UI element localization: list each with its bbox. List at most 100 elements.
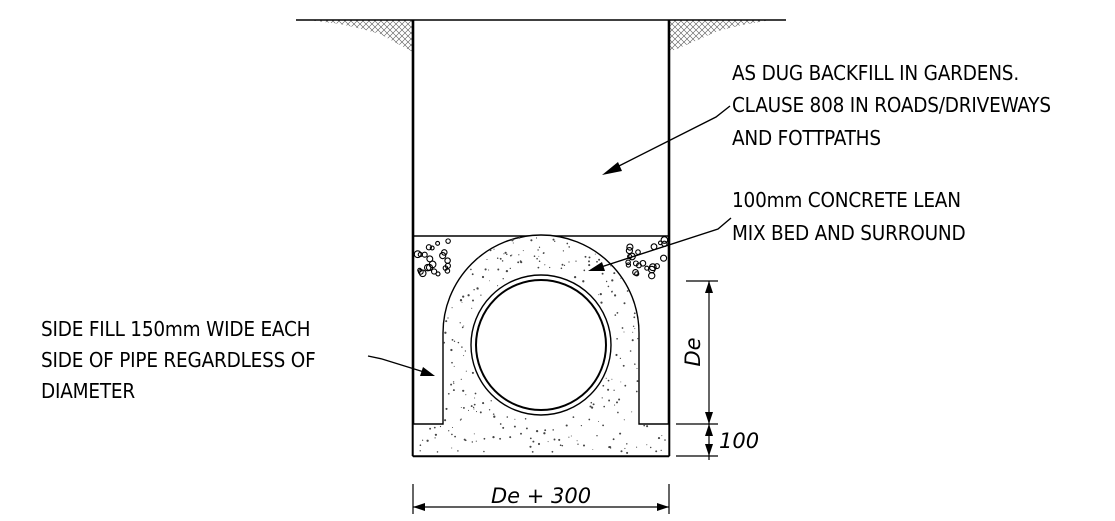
- concrete-speckle: [608, 399, 611, 402]
- concrete-speckle: [509, 267, 511, 270]
- concrete-speckle: [622, 364, 625, 367]
- concrete-speckle: [461, 346, 463, 348]
- dimension-bed-text: 100: [719, 429, 759, 453]
- leader-side-fill: [367, 355, 435, 376]
- concrete-speckle: [502, 278, 504, 280]
- concrete-speckle: [626, 290, 629, 292]
- concrete-speckle: [580, 424, 583, 427]
- concrete-speckle: [421, 439, 424, 441]
- gravel-pebble: [429, 245, 435, 251]
- concrete-speckle: [537, 249, 539, 251]
- concrete-speckle: [611, 378, 613, 380]
- side-fill-gravel-right: [625, 236, 669, 280]
- note-side-fill-line-3: DIAMETER: [41, 379, 135, 403]
- concrete-speckle: [588, 264, 591, 267]
- concrete-speckle: [582, 444, 586, 447]
- gravel-pebble: [648, 265, 656, 274]
- gravel-pebble: [421, 251, 428, 258]
- concrete-speckle: [598, 421, 600, 422]
- concrete-speckle: [632, 331, 634, 333]
- gravel-pebble: [625, 262, 632, 268]
- gravel-pebble: [444, 257, 451, 264]
- concrete-speckle: [618, 398, 621, 401]
- concrete-speckle: [560, 267, 563, 270]
- note-backfill: AS DUG BACKFILL IN GARDENS. CLAUSE 808 I…: [732, 61, 1051, 150]
- concrete-speckle: [509, 254, 512, 257]
- concrete-speckle: [614, 294, 617, 297]
- concrete-speckle: [465, 394, 467, 396]
- concrete-speckle: [661, 435, 663, 437]
- concrete-speckle: [592, 448, 594, 450]
- concrete-speckle: [655, 450, 658, 453]
- concrete-speckle: [517, 261, 520, 264]
- concrete-speckle: [624, 384, 627, 387]
- concrete-speckle: [451, 361, 453, 364]
- concrete-speckle: [568, 261, 570, 263]
- concrete-speckle: [471, 371, 474, 374]
- concrete-speckle: [454, 435, 456, 438]
- concrete-speckle: [634, 328, 636, 330]
- concrete-speckle: [568, 246, 570, 248]
- concrete-speckle: [646, 444, 648, 446]
- concrete-speckle: [503, 253, 505, 255]
- concrete-speckle: [624, 447, 626, 450]
- note-concrete-line-1: 100mm CONCRETE LEAN: [732, 188, 961, 212]
- concrete-speckle: [451, 307, 453, 309]
- concrete-speckle: [568, 436, 570, 438]
- concrete-speckle: [588, 418, 591, 421]
- concrete-speckle: [614, 404, 616, 406]
- concrete-speckle: [543, 252, 545, 254]
- concrete-speckle: [631, 411, 633, 413]
- gravel-pebble: [632, 269, 639, 276]
- concrete-speckle: [621, 327, 624, 329]
- concrete-speckle: [600, 301, 603, 304]
- concrete-speckle: [596, 260, 598, 263]
- concrete-speckle: [592, 403, 595, 406]
- leader-backfill: [602, 105, 731, 175]
- concrete-speckle: [588, 260, 590, 263]
- concrete-speckle: [509, 436, 512, 439]
- side-fill-gravel-left: [413, 238, 451, 278]
- concrete-speckle: [506, 253, 508, 256]
- concrete-speckle: [459, 322, 461, 324]
- concrete-speckle: [570, 435, 572, 437]
- concrete-speckle: [470, 268, 472, 271]
- concrete-speckle: [599, 292, 602, 296]
- concrete-speckle: [483, 437, 486, 440]
- concrete-speckle: [445, 320, 448, 323]
- concrete-speckle: [461, 326, 464, 329]
- concrete-speckle: [533, 255, 536, 257]
- concrete-speckle: [629, 350, 632, 352]
- gravel-pebble: [657, 240, 663, 246]
- dimension-height-text: De: [681, 337, 705, 366]
- concrete-speckle: [514, 418, 516, 420]
- gravel-pebble: [635, 249, 641, 255]
- concrete-speckle: [518, 236, 521, 239]
- gravel-pebble: [418, 269, 427, 278]
- note-concrete-line-2: MIX BED AND SURROUND: [732, 221, 966, 245]
- concrete-speckle: [506, 416, 509, 418]
- note-backfill-line-1: AS DUG BACKFILL IN GARDENS.: [732, 61, 1019, 85]
- concrete-speckle: [633, 312, 636, 315]
- concrete-speckle: [488, 409, 491, 411]
- note-concrete: 100mm CONCRETE LEAN MIX BED AND SURROUND: [732, 188, 966, 245]
- concrete-speckle: [610, 264, 612, 267]
- concrete-speckle: [636, 446, 638, 448]
- concrete-speckle: [525, 427, 528, 430]
- concrete-speckle: [489, 280, 490, 282]
- concrete-speckle: [451, 338, 454, 341]
- concrete-speckle: [497, 268, 500, 271]
- gravel-pebble: [439, 252, 447, 260]
- concrete-speckle: [551, 450, 554, 453]
- concrete-speckle: [512, 242, 514, 244]
- concrete-speckle: [603, 405, 605, 408]
- gravel-pebble: [435, 240, 441, 246]
- concrete-speckle: [473, 433, 475, 435]
- concrete-speckle: [511, 254, 513, 256]
- concrete-speckle: [566, 242, 569, 245]
- concrete-speckle: [479, 411, 482, 414]
- concrete-speckle: [547, 441, 549, 443]
- concrete-speckle: [471, 273, 474, 276]
- concrete-speckle: [513, 425, 516, 428]
